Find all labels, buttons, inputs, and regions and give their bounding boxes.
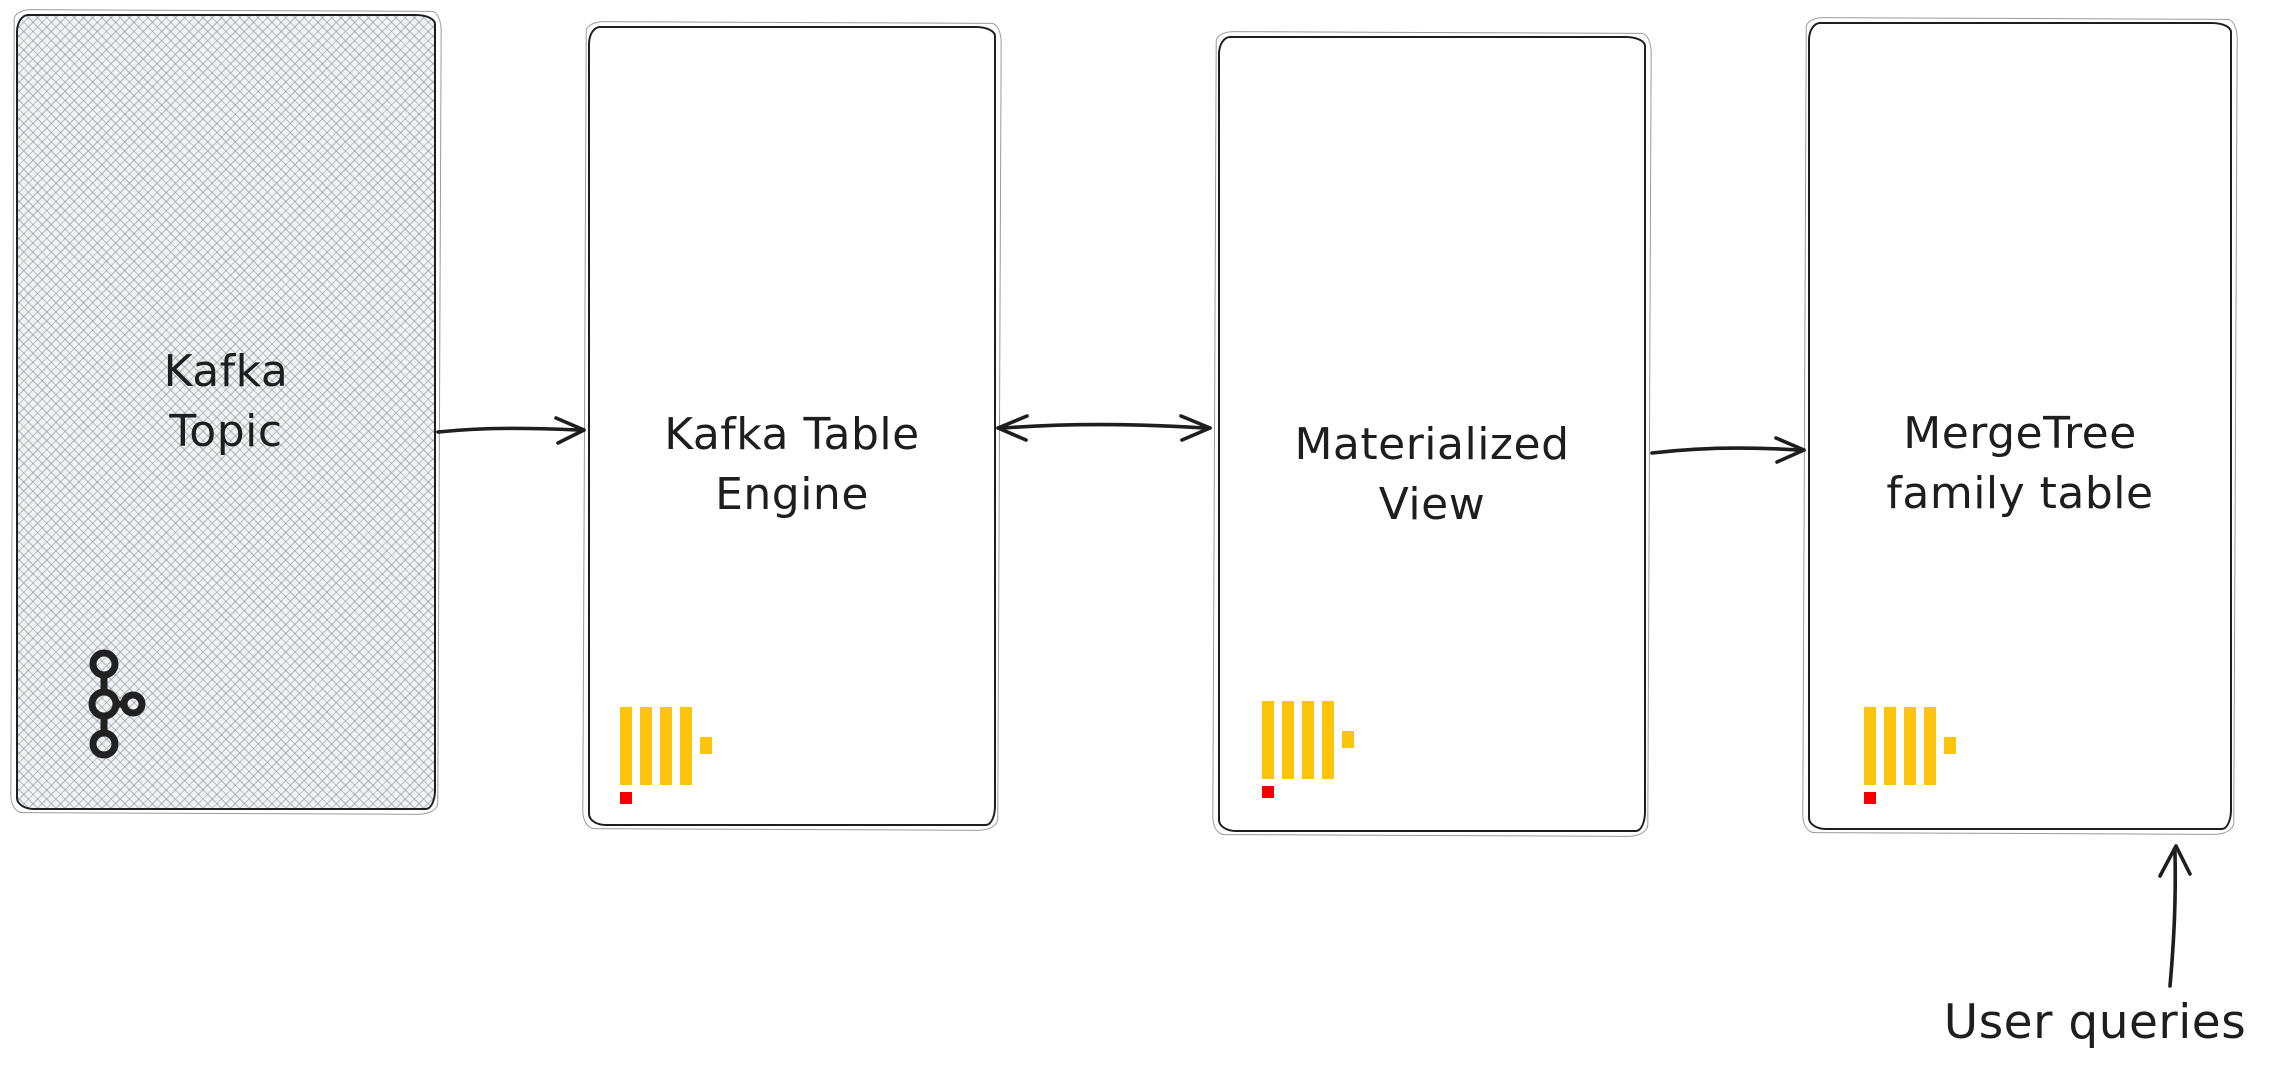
arrow-engine-view-bidirectional (996, 414, 1212, 442)
clickhouse-bar-small (1944, 737, 1956, 754)
clickhouse-bar (1282, 701, 1294, 779)
clickhouse-logo-icon (620, 707, 724, 807)
clickhouse-bar (1302, 701, 1314, 779)
clickhouse-bar (680, 707, 692, 785)
clickhouse-bar (1924, 707, 1936, 785)
node-label-line: Engine (715, 469, 869, 520)
node-materialized-view-label: Materialized View (1220, 415, 1644, 535)
node-kafka-topic: Kafka Topic (16, 14, 436, 810)
clickhouse-bar (1262, 701, 1274, 779)
node-label-line: family table (1886, 468, 2154, 519)
node-kafka-table-engine: Kafka Table Engine (588, 26, 996, 826)
user-queries-label: User queries (1943, 995, 2247, 1050)
clickhouse-logo-icon (1262, 701, 1366, 801)
clickhouse-red-dot (1864, 792, 1876, 804)
node-materialized-view: Materialized View (1218, 36, 1646, 832)
clickhouse-bar (1884, 707, 1896, 785)
arrow-view-to-mergetree (1650, 436, 1806, 464)
arrow-user-queries-to-mergetree (2158, 844, 2192, 988)
clickhouse-bar (660, 707, 672, 785)
clickhouse-red-dot (620, 792, 632, 804)
clickhouse-red-dot (1262, 786, 1274, 798)
clickhouse-bar-small (1342, 731, 1354, 748)
node-label-line: Topic (169, 406, 283, 457)
clickhouse-bar-small (700, 737, 712, 754)
node-kafka-topic-label: Kafka Topic (18, 342, 434, 462)
node-mergetree-table-label: MergeTree family table (1810, 404, 2230, 524)
clickhouse-bar (1904, 707, 1916, 785)
clickhouse-bar (620, 707, 632, 785)
node-label-line: Materialized (1294, 419, 1570, 470)
clickhouse-logo-icon (1864, 707, 1968, 807)
node-kafka-table-engine-label: Kafka Table Engine (590, 405, 994, 525)
node-label-line: Kafka Table (664, 409, 920, 460)
node-label-line: Kafka (163, 346, 289, 397)
node-mergetree-table: MergeTree family table (1808, 22, 2232, 830)
kafka-logo-icon (88, 649, 146, 759)
clickhouse-bar (1864, 707, 1876, 785)
clickhouse-bar (640, 707, 652, 785)
arrow-topic-to-engine (436, 416, 586, 445)
clickhouse-bar (1322, 701, 1334, 779)
node-label-line: MergeTree (1903, 408, 2137, 459)
node-label-line: View (1378, 479, 1486, 530)
